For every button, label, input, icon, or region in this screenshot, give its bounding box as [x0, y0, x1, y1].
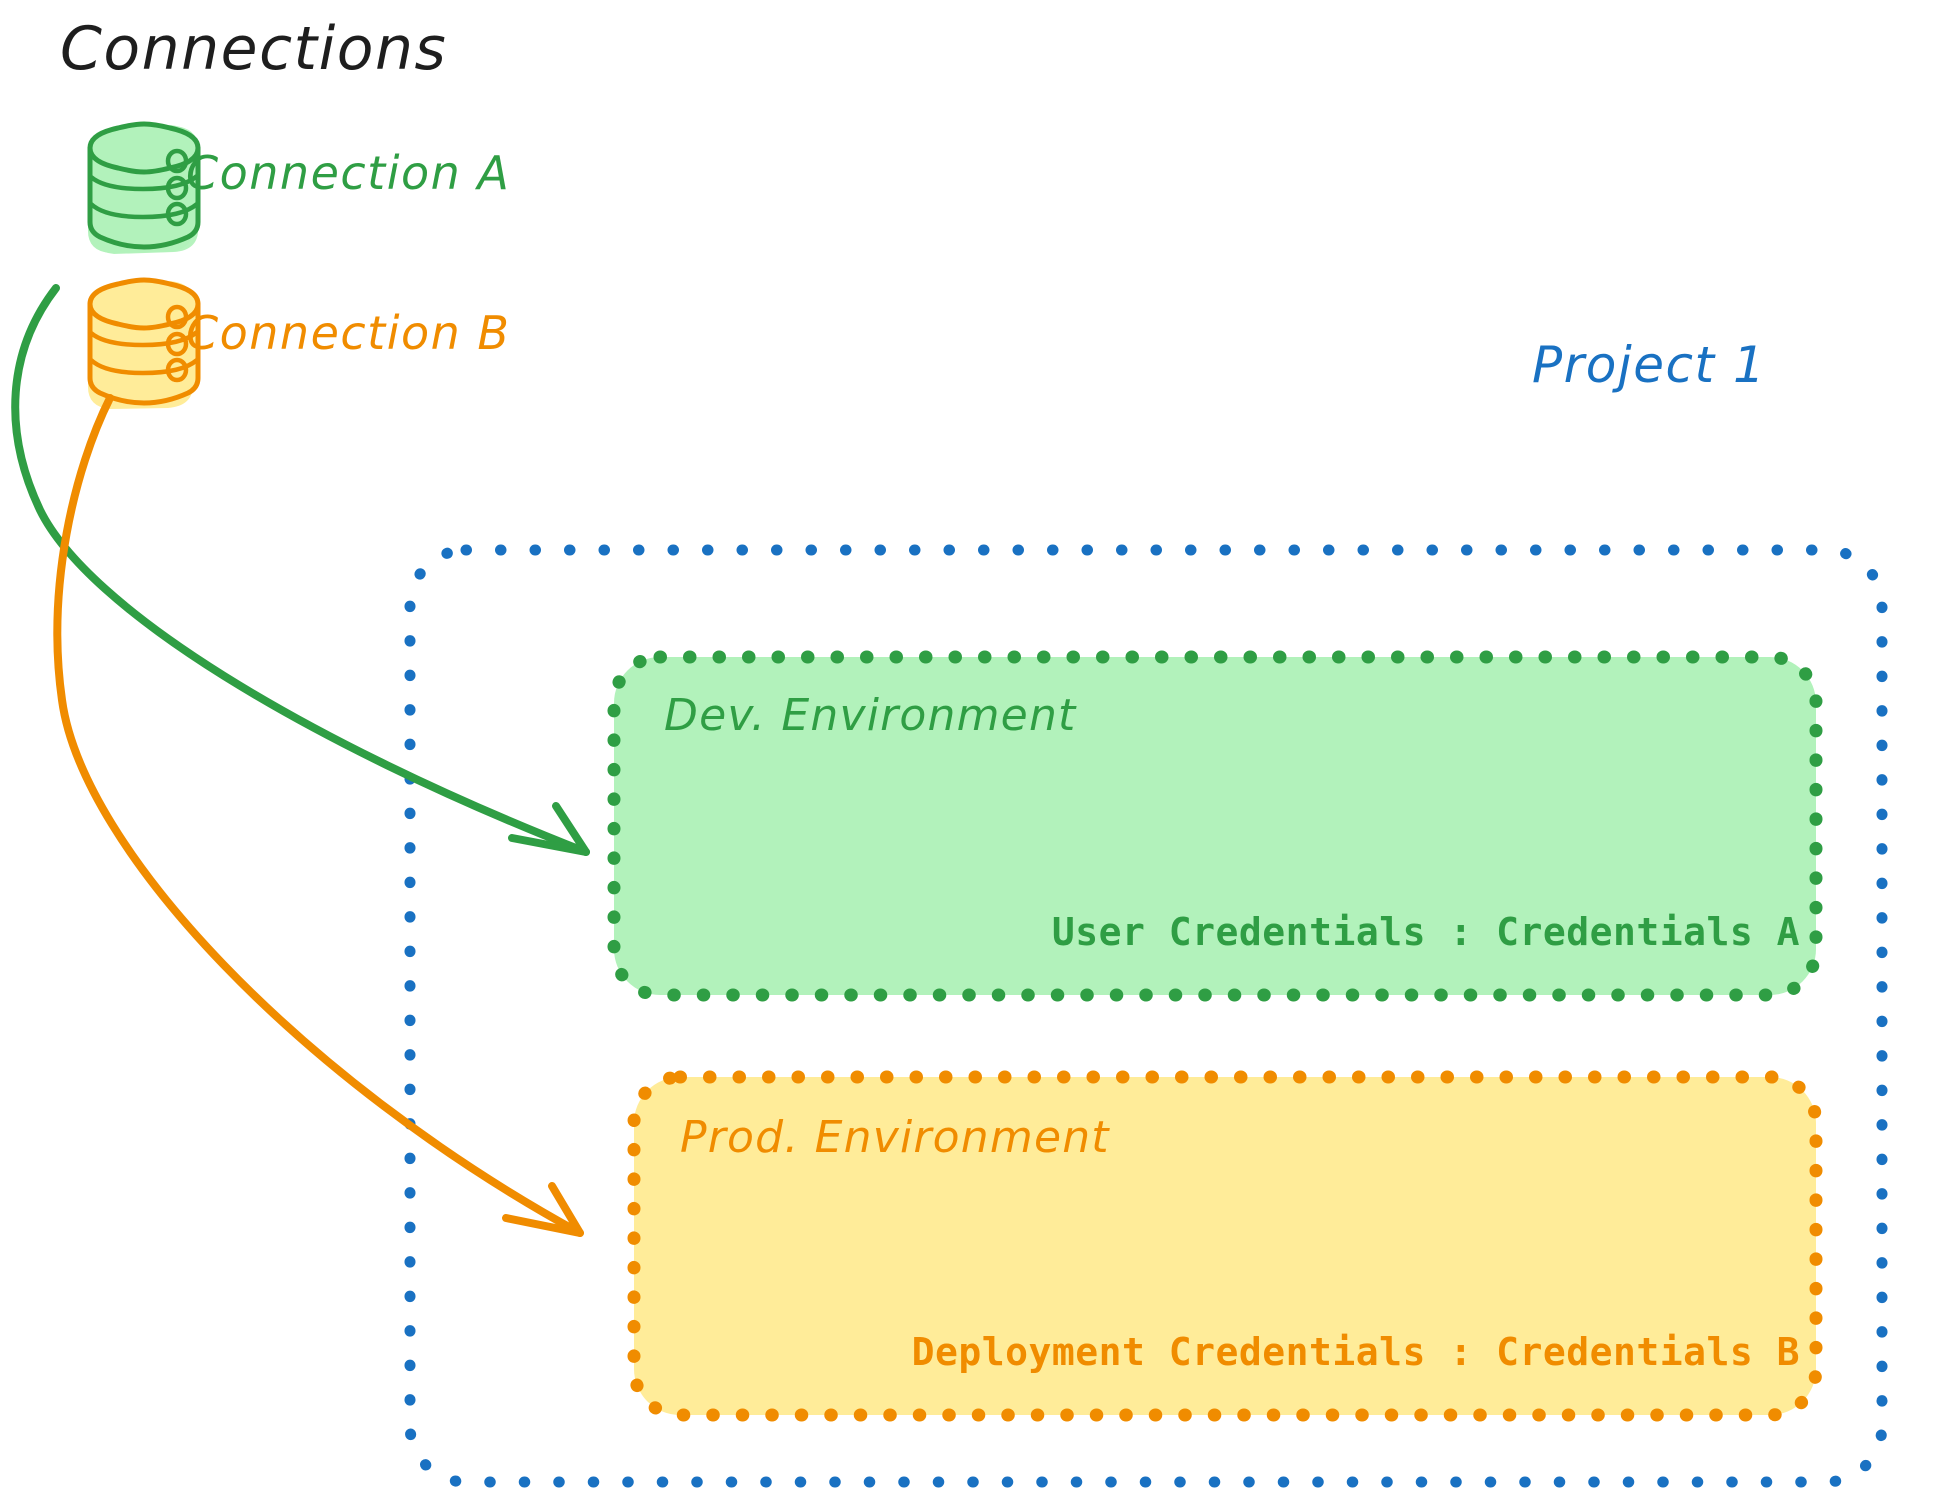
prod-environment-title: Prod. Environment	[680, 1112, 1110, 1163]
connection-b-label: Connection B	[186, 306, 511, 360]
prod-environment-credentials: Deployment Credentials : Credentials B	[911, 1330, 1800, 1374]
arrow-connection-b-to-prod	[53, 394, 584, 1237]
project-title-label: Project 1	[1532, 336, 1767, 394]
database-cylinder-icon-connection-a	[87, 121, 201, 254]
prod-environment-box-fill	[634, 1077, 1816, 1415]
page-title: Connections	[60, 14, 448, 84]
database-cylinder-icon-connection-b	[87, 277, 201, 409]
project-container-border	[404, 544, 1888, 1488]
arrow-connection-a-to-dev	[11, 284, 590, 856]
connection-a-label: Connection A	[186, 146, 511, 200]
dev-environment-credentials: User Credentials : Credentials A	[1051, 910, 1800, 954]
dev-environment-box-border	[607, 650, 1823, 1002]
dev-environment-title: Dev. Environment	[664, 690, 1077, 741]
dev-environment-box-fill	[614, 657, 1816, 995]
